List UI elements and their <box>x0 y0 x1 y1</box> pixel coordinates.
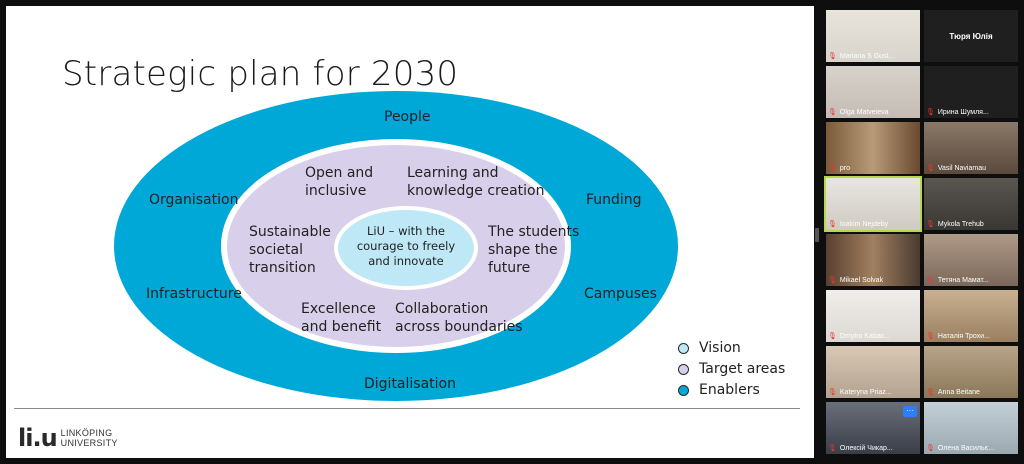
participant-tile[interactable]: 🎙Anna Beitane <box>924 346 1018 398</box>
muted-mic-icon: 🎙 <box>828 109 837 116</box>
muted-mic-icon: 🎙 <box>828 221 837 228</box>
participant-name: Mikael Solvak <box>839 277 884 284</box>
participant-tile[interactable]: 🎙Olga Matveieva <box>826 66 920 118</box>
muted-mic-icon: 🎙 <box>828 277 837 284</box>
more-options-button[interactable]: ··· <box>903 406 917 417</box>
enabler-people: People <box>384 109 431 125</box>
logo-line-1: LINKÖPING <box>60 428 113 438</box>
muted-mic-icon: 🎙 <box>828 165 837 172</box>
slide-divider <box>14 408 800 409</box>
participant-video <box>826 178 920 230</box>
logo-line-2: UNIVERSITY <box>60 438 118 448</box>
participant-name: Anna Beitane <box>937 389 980 396</box>
legend-target-areas: Target areas <box>678 361 785 377</box>
participant-tile[interactable]: ··· 🎙Олексій Чикар... <box>826 402 920 454</box>
enabler-campuses: Campuses <box>584 286 657 302</box>
participant-tile[interactable]: 🎙Mikael Solvak <box>826 234 920 286</box>
enabler-infrastructure: Infrastructure <box>146 286 242 302</box>
legend-target-swatch <box>678 363 689 375</box>
muted-mic-icon: 🎙 <box>926 389 935 396</box>
participant-video <box>826 234 920 286</box>
participant-video <box>924 122 1018 174</box>
participant-tile[interactable]: 🎙Vasil Naviamau <box>924 122 1018 174</box>
participant-name: Тюря Юлія <box>949 32 993 41</box>
muted-mic-icon: 🎙 <box>926 333 935 340</box>
muted-mic-icon: 🎙 <box>828 333 837 340</box>
muted-mic-icon: 🎙 <box>828 53 837 60</box>
target-collaboration: Collaboration across boundaries <box>395 301 523 335</box>
presentation-slide: Strategic plan for 2030 People Organisat… <box>6 6 814 458</box>
legend-vision-label: Vision <box>699 340 741 356</box>
participant-name: Олексій Чикар... <box>839 445 893 452</box>
muted-mic-icon: 🎙 <box>926 109 935 116</box>
participant-tile[interactable]: 🎙Ирина Шумля... <box>924 66 1018 118</box>
participant-tile[interactable]: 🎙Mykola Trehub <box>924 178 1018 230</box>
legend-vision-swatch <box>678 342 689 354</box>
participant-name: Mariana S Gust... <box>839 53 895 60</box>
participant-name: Олена Васильє... <box>937 445 995 452</box>
participant-tile-active-speaker[interactable]: 🎙Ioakim Nejdeby <box>824 176 922 232</box>
participant-video <box>826 10 920 62</box>
participant-video <box>924 290 1018 342</box>
participant-video <box>924 178 1018 230</box>
liu-logo: li.u LINKÖPING UNIVERSITY <box>18 424 118 452</box>
participant-name: Тетяна Мамат... <box>937 277 989 284</box>
participant-tile[interactable]: 🎙pro <box>826 122 920 174</box>
participant-tile[interactable]: 🎙Тетяна Мамат... <box>924 234 1018 286</box>
participant-name: Ioakim Nejdeby <box>839 221 889 228</box>
muted-mic-icon: 🎙 <box>926 277 935 284</box>
participant-name: pro <box>839 165 851 172</box>
enabler-organisation: Organisation <box>149 192 239 208</box>
logo-mark: li.u <box>18 424 58 452</box>
participant-video <box>924 234 1018 286</box>
participant-name: Mykola Trehub <box>937 221 984 228</box>
legend-enablers-label: Enablers <box>699 382 760 398</box>
vision-ellipse <box>334 206 478 290</box>
legend-enablers-swatch <box>678 384 689 396</box>
participant-video <box>826 290 920 342</box>
participant-tile[interactable]: 🎙Олена Васильє... <box>924 402 1018 454</box>
participant-name: Ирина Шумля... <box>937 109 989 116</box>
muted-mic-icon: 🎙 <box>828 445 837 452</box>
participant-video <box>826 122 920 174</box>
target-students: The students shape the future <box>488 224 580 276</box>
participant-video <box>924 402 1018 454</box>
participant-name: Наталія Трохи... <box>937 333 990 340</box>
muted-mic-icon: 🎙 <box>926 165 935 172</box>
participant-video <box>826 346 920 398</box>
legend-vision: Vision <box>678 340 741 356</box>
participant-name: Olga Matveieva <box>839 109 889 116</box>
target-sustainable: Sustainable societal transition <box>249 224 331 276</box>
participant-tile[interactable]: 🎙Mariana S Gust... <box>826 10 920 62</box>
enabler-digitalisation: Digitalisation <box>364 376 456 392</box>
participant-tile[interactable]: 🎙Наталія Трохи... <box>924 290 1018 342</box>
participant-tile[interactable]: 🎙Kateryna Priaz... <box>826 346 920 398</box>
participant-tile[interactable]: 🎙Dmytro Kabac... <box>826 290 920 342</box>
participant-video <box>826 66 920 118</box>
slide-title: Strategic plan for 2030 <box>62 54 459 94</box>
participant-tile[interactable]: Тюря Юлія <box>924 10 1018 62</box>
muted-mic-icon: 🎙 <box>926 445 935 452</box>
participant-name: Vasil Naviamau <box>937 165 987 172</box>
legend-target-label: Target areas <box>699 361 786 377</box>
participant-name: Dmytro Kabac... <box>839 333 891 340</box>
target-open-inclusive: Open and inclusive <box>305 165 374 199</box>
target-learning: Learning and knowledge creation <box>407 165 545 199</box>
strategy-diagram <box>114 91 678 401</box>
logo-text: LINKÖPING UNIVERSITY <box>61 428 118 448</box>
panel-resize-handle[interactable] <box>815 228 819 242</box>
enabler-funding: Funding <box>586 192 642 208</box>
participant-name: Kateryna Priaz... <box>839 389 892 396</box>
legend-enablers: Enablers <box>678 382 760 398</box>
target-excellence: Excellence and benefit <box>301 301 382 335</box>
muted-mic-icon: 🎙 <box>828 389 837 396</box>
vision-label: LiU – with the courage to freely and inn… <box>356 224 456 268</box>
participant-video <box>924 346 1018 398</box>
muted-mic-icon: 🎙 <box>926 221 935 228</box>
